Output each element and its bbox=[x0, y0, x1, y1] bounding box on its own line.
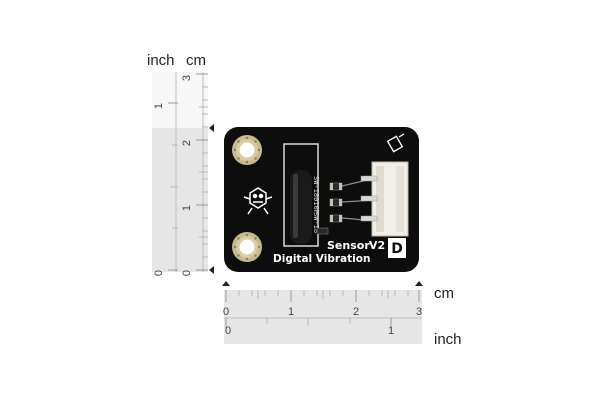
v-cm-tick-1: 1 bbox=[181, 205, 193, 211]
vibration-switch bbox=[290, 170, 312, 244]
logo-letter: D bbox=[391, 241, 403, 257]
label-sensor: Sensor bbox=[327, 239, 370, 252]
vibration-sensor-board: SW-18010P SW-18 bbox=[224, 127, 419, 272]
smd-components bbox=[316, 182, 343, 235]
label-digital-vibration: Digital Vibration bbox=[273, 253, 370, 265]
dfrobot-logo: D bbox=[388, 238, 406, 258]
h-cm-tick-2: 2 bbox=[353, 306, 359, 318]
h-inch-tick-1: 1 bbox=[388, 325, 394, 337]
vertical-ruler-inch-labels: 1 0 bbox=[153, 103, 165, 276]
inch-unit-label-horizontal: inch bbox=[434, 331, 462, 348]
cm-unit-label-vertical: cm bbox=[186, 52, 206, 69]
vertical-ruler-cm-labels: 3 2 1 0 bbox=[181, 75, 193, 276]
component-code-1: SW-18010P bbox=[312, 176, 320, 214]
horizontal-ruler bbox=[222, 281, 423, 344]
horizontal-ruler-inch-labels: 0 1 bbox=[225, 325, 394, 337]
v-inch-tick-0: 0 bbox=[153, 270, 165, 276]
mounting-hole-top bbox=[232, 135, 262, 165]
v-cm-tick-2: 2 bbox=[181, 140, 193, 146]
vertical-ruler bbox=[152, 72, 214, 274]
signal-icon bbox=[386, 133, 405, 153]
cm-unit-label-horizontal: cm bbox=[434, 285, 454, 302]
h-cm-tick-0: 0 bbox=[223, 306, 229, 318]
jst-connector bbox=[360, 161, 409, 237]
component-code-2: SW-18 bbox=[312, 212, 320, 233]
switch-outline bbox=[283, 143, 319, 247]
h-cm-tick-3: 3 bbox=[416, 306, 422, 318]
brand-mascot-icon bbox=[243, 187, 273, 215]
label-version: V2 bbox=[369, 239, 385, 252]
v-cm-tick-3: 3 bbox=[181, 75, 193, 81]
horizontal-ruler-cm-labels: 0 1 2 3 bbox=[223, 306, 422, 318]
mounting-hole-bottom bbox=[232, 232, 262, 262]
v-cm-tick-0: 0 bbox=[181, 270, 193, 276]
h-cm-tick-1: 1 bbox=[288, 306, 294, 318]
h-inch-tick-0: 0 bbox=[225, 325, 231, 337]
inch-unit-label-vertical: inch bbox=[147, 52, 175, 69]
v-inch-tick-1: 1 bbox=[153, 103, 165, 109]
